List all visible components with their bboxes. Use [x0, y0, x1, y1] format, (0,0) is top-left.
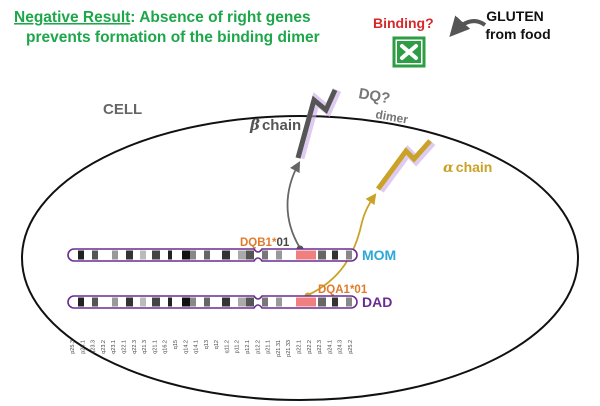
- mom-chromosome-band: [92, 250, 98, 260]
- band-label: p22.3: [317, 340, 323, 354]
- band-label: p24.1: [327, 340, 333, 354]
- dad-chromosome-band: [238, 297, 246, 307]
- headline-rest: : Absence of right genes: [130, 9, 310, 26]
- mom-chromosome-band: [262, 250, 268, 260]
- cell-label: CELL: [103, 101, 142, 118]
- mom-chromosome-band: [246, 250, 254, 260]
- mom-chromosome-band: [152, 250, 160, 260]
- mom-chromosome-band: [168, 250, 172, 260]
- band-label: q21.1: [152, 340, 158, 354]
- headline-line-1: Negative Result: Absence of right genes: [14, 9, 311, 26]
- dad-chromosome-band: [182, 297, 190, 307]
- chromosome-mom: [67, 248, 358, 262]
- mom-chromosome-band: [112, 250, 118, 260]
- gluten-line-2: from food: [485, 26, 550, 42]
- dad-chromosome-band: [204, 297, 210, 307]
- dqb1-label: DQB1*01: [240, 237, 290, 249]
- mom-chromosome-band: [140, 250, 146, 260]
- band-label: q14.2: [183, 340, 189, 354]
- dad-label: DAD: [362, 294, 392, 310]
- mom-chromosome-band: [238, 250, 246, 260]
- mom-chromosome-band: [204, 250, 210, 260]
- band-label: q21.3: [142, 340, 148, 354]
- band-label: q23.2: [101, 340, 107, 354]
- dqa1-label: DQA1*01: [318, 284, 368, 296]
- mom-chromosome-band: [222, 250, 230, 260]
- band-label: q11.2: [224, 340, 230, 353]
- band-label: p12.2: [255, 340, 261, 354]
- band-label: p11.2: [235, 340, 241, 353]
- chromosome-dad: [67, 295, 358, 309]
- dad-chromosome-band: [190, 297, 196, 307]
- beta-chain: [295, 88, 338, 159]
- band-label: q22.3: [132, 340, 138, 354]
- dad-chromosome-band: [262, 297, 268, 307]
- band-label: p22.2: [307, 340, 313, 354]
- mom-chromosome-band: [126, 250, 133, 260]
- band-label: p12.1: [245, 340, 251, 354]
- mom-chromosome-band: [78, 250, 84, 260]
- dad-chromosome-band: [168, 297, 172, 307]
- band-label: q12: [214, 340, 220, 349]
- band-labels: p25.3 p25.1 q23.3 q23.2 q23.1 q22.1 q22.3 q21.3…: [70, 340, 354, 357]
- dad-chromosome-band: [332, 297, 338, 307]
- band-label: q23.3: [91, 340, 97, 354]
- gluten-line-1: GLUTEN: [486, 8, 544, 24]
- alpha-chain: [375, 139, 432, 191]
- dad-chromosome-band: [346, 297, 352, 307]
- headline-lead: Negative Result: [14, 9, 130, 26]
- band-label: q13: [204, 340, 210, 349]
- band-label: q16.2: [163, 340, 169, 354]
- mom-chromosome-band: [190, 250, 196, 260]
- dad-chromosome-band: [222, 297, 230, 307]
- band-label: p21.33: [286, 340, 292, 357]
- band-label: p24.3: [338, 340, 344, 354]
- mom-chromosome-band: [346, 250, 352, 260]
- dad-chromosome-band: [112, 297, 118, 307]
- dad-chromosome-band: [152, 297, 160, 307]
- dq-dimer-label: dimer: [374, 107, 409, 127]
- band-label: p25.2: [348, 340, 354, 354]
- dqb1-to-beta-arrow: [286, 161, 301, 249]
- dq-label: DQ?: [357, 85, 391, 107]
- cell-membrane: [21, 115, 579, 401]
- mom-chromosome-band: [318, 250, 326, 260]
- band-label: p21.1: [266, 340, 272, 354]
- band-label: p25.3: [70, 340, 76, 354]
- dad-chromosome-band: [296, 297, 316, 307]
- headline-line-2: prevents formation of the binding dimer: [26, 29, 320, 46]
- dad-chromosome-band: [276, 297, 282, 307]
- dad-chromosome-band: [126, 297, 133, 307]
- dad-chromosome-band: [92, 297, 98, 307]
- band-label: p22.1: [297, 340, 303, 354]
- dqa1-to-alpha-arrow: [307, 193, 377, 296]
- band-label: p25.1: [80, 340, 86, 354]
- mom-label: MOM: [362, 247, 396, 263]
- band-label: q22.1: [121, 340, 127, 354]
- dad-chromosome-band: [318, 297, 326, 307]
- mom-chromosome-band: [182, 250, 190, 260]
- mom-chromosome-band: [332, 250, 338, 260]
- gluten-arrow: [449, 15, 487, 37]
- band-label: q14.1: [194, 340, 200, 354]
- band-label: q23.1: [111, 340, 117, 354]
- band-label: p21.31: [276, 340, 282, 357]
- mom-chromosome-band: [296, 250, 316, 260]
- dad-chromosome-band: [246, 297, 254, 307]
- binding-label: Binding?: [373, 15, 434, 31]
- dad-chromosome-band: [78, 297, 84, 307]
- dad-chromosome-band: [140, 297, 146, 307]
- band-label: q15: [173, 340, 179, 349]
- mom-chromosome-band: [276, 250, 282, 260]
- red-x-icon: [392, 36, 426, 68]
